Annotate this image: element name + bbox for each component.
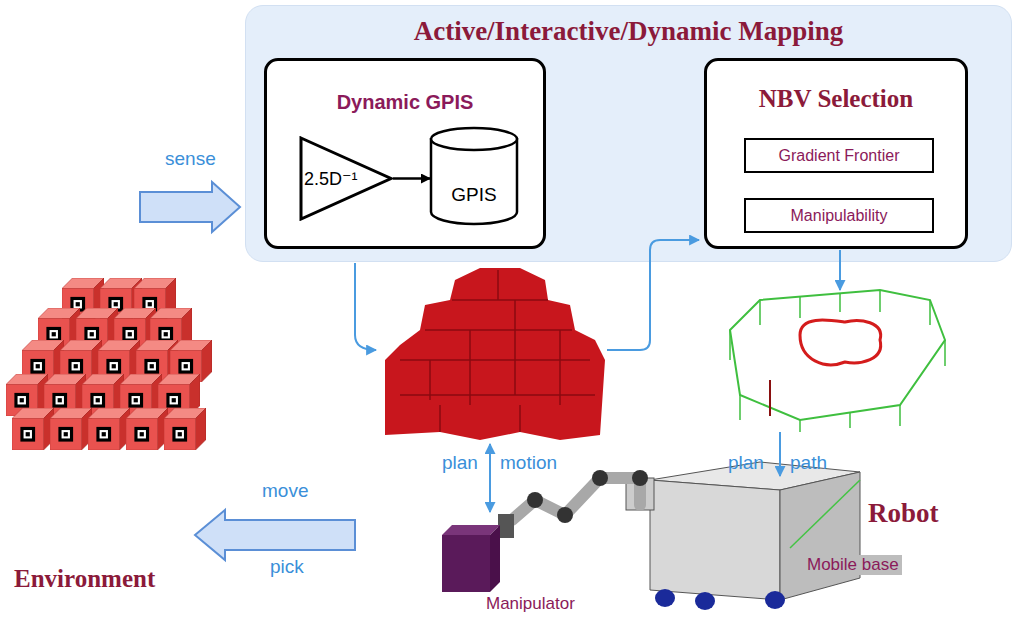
- label-holder: motion: [500, 452, 557, 474]
- picked-cube-top: [442, 525, 500, 535]
- flow-arrow: [607, 240, 699, 350]
- connector-arrow: [393, 177, 430, 180]
- cube: [126, 408, 168, 450]
- cube: [150, 308, 192, 350]
- cylinder-top: [431, 128, 517, 150]
- gripper: [498, 514, 514, 538]
- arm-joint: [592, 470, 608, 486]
- signal-label: path: [790, 452, 827, 474]
- signal-label: sense: [165, 148, 216, 170]
- selected-frontier: [800, 320, 881, 365]
- cylinder-outline: [429, 126, 519, 226]
- cube: [98, 340, 140, 382]
- flow-arrow: [779, 432, 781, 476]
- cube: [50, 408, 92, 450]
- frontier-ticks: [730, 290, 945, 432]
- flow-arrow: [355, 263, 376, 350]
- base-side: [780, 472, 860, 600]
- signal-label: move: [262, 480, 308, 502]
- sensor-ray: [790, 480, 860, 548]
- wheel: [765, 591, 785, 609]
- cube-pile: [6, 278, 212, 450]
- cube: [88, 408, 130, 450]
- label-holder: path: [790, 452, 827, 474]
- node-text: Active/Interactive/Dynamic Mapping: [414, 16, 844, 47]
- label-holder: Mobile base: [804, 555, 902, 575]
- label-holder: Environment: [14, 565, 155, 593]
- base-front: [650, 480, 780, 600]
- gpis-map: [385, 268, 605, 440]
- wheel: [695, 592, 715, 610]
- arm-joint: [527, 492, 543, 508]
- sense-block-arrow: [140, 182, 240, 232]
- frontier-outline: [730, 290, 945, 420]
- node-text: NBV Selection: [759, 85, 913, 113]
- frontier-plot: [730, 290, 945, 432]
- mapping-panel: Active/Interactive/Dynamic MappingDynami…: [245, 5, 1012, 262]
- gpis-database: GPIS: [429, 126, 519, 226]
- arm-mount: [626, 478, 654, 510]
- wheel: [655, 589, 675, 607]
- label-holder: pick: [270, 556, 304, 578]
- part-title: Robot: [868, 498, 939, 529]
- label-holder: Robot: [868, 498, 939, 529]
- map-surface: [385, 268, 605, 440]
- cube: [38, 308, 80, 350]
- part-label: Manipulator: [486, 594, 575, 614]
- part-title: Environment: [14, 565, 155, 593]
- triangle-outline: [301, 138, 391, 219]
- signal-label: plan: [728, 452, 764, 474]
- flow-arrow: [489, 444, 491, 512]
- picked-cube-side: [490, 525, 500, 592]
- arm-links: [512, 478, 640, 520]
- picked-cube-front: [442, 535, 490, 592]
- cube: [62, 278, 104, 320]
- cube: [134, 278, 176, 320]
- cube: [100, 278, 142, 320]
- cube: [114, 308, 156, 350]
- part-label: Mobile base: [807, 555, 899, 575]
- node-text: Dynamic GPIS: [337, 91, 474, 114]
- signal-label: pick: [270, 556, 304, 578]
- signal-label: plan: [442, 452, 478, 474]
- label-holder: plan: [728, 452, 764, 474]
- frontier-marker: [769, 380, 771, 416]
- cube: [136, 340, 178, 382]
- cube: [22, 340, 64, 382]
- cube: [120, 374, 162, 416]
- node-text: 2.5D⁻¹: [304, 168, 358, 190]
- flow-arrow: [839, 250, 841, 290]
- cube: [60, 340, 102, 382]
- cube: [82, 374, 124, 416]
- label-holder: move: [262, 480, 308, 502]
- label-holder: sense: [165, 148, 216, 170]
- node-text: GPIS: [451, 184, 496, 206]
- cube: [44, 374, 86, 416]
- inverse-projection-triangle: 2.5D⁻¹: [299, 136, 393, 221]
- signal-label: motion: [500, 452, 557, 474]
- arm-joint: [632, 470, 648, 486]
- robot: [442, 462, 860, 610]
- label-holder: Manipulator: [486, 594, 575, 614]
- cube: [12, 408, 54, 450]
- criterion-box: Gradient Frontier: [744, 138, 934, 173]
- arm-joint: [557, 507, 573, 523]
- cube: [164, 408, 206, 450]
- cube: [170, 340, 212, 382]
- map-edges: [400, 270, 595, 432]
- cube: [6, 374, 48, 416]
- node-text: Gradient Frontier: [779, 147, 900, 165]
- module-box: Dynamic GPIS 2.5D⁻¹ GPIS: [264, 58, 546, 249]
- act-block-arrow: [195, 510, 355, 560]
- cube: [158, 374, 200, 416]
- criterion-box: Manipulability: [744, 198, 934, 233]
- cube: [76, 308, 118, 350]
- module-box: NBV SelectionGradient FrontierManipulabi…: [704, 58, 968, 249]
- label-holder: plan: [442, 452, 478, 474]
- node-text: Manipulability: [791, 207, 888, 225]
